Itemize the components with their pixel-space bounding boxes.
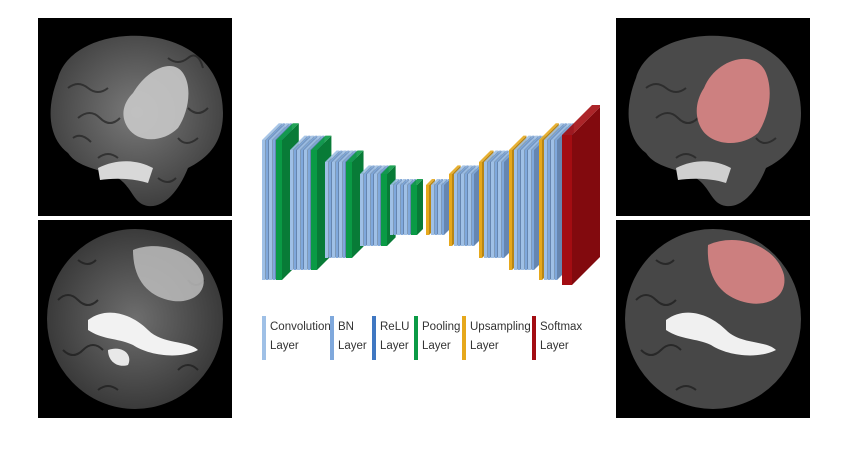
legend-label-line2: Layer bbox=[338, 340, 367, 352]
legend-label-line2: Layer bbox=[422, 340, 451, 352]
layer-pool bbox=[411, 179, 423, 235]
mri-sagittal-segmented bbox=[616, 18, 810, 216]
layer-softmax bbox=[562, 105, 600, 285]
legend-label-line1: ReLU bbox=[380, 321, 410, 333]
layer-bn bbox=[442, 179, 450, 235]
legend-label-line1: Upsampling bbox=[470, 321, 531, 333]
legend-label-line1: BN bbox=[338, 321, 354, 333]
legend-label-line2: Layer bbox=[270, 340, 299, 352]
legend-swatch bbox=[532, 316, 536, 360]
legend-swatch bbox=[262, 316, 266, 360]
legend-swatch bbox=[372, 316, 376, 360]
legend-swatch bbox=[462, 316, 466, 360]
mri-axial-input bbox=[38, 220, 232, 418]
legend-label-line2: Layer bbox=[540, 340, 569, 352]
legend-label-line2: Layer bbox=[470, 340, 499, 352]
mri-sagittal-input bbox=[38, 18, 232, 216]
legend-swatch bbox=[414, 316, 418, 360]
legend-label-line1: Pooling bbox=[422, 321, 461, 333]
legend-label-line2: Layer bbox=[380, 340, 409, 352]
legend-label-line1: Convolution bbox=[270, 321, 331, 333]
legend-swatch bbox=[330, 316, 334, 360]
legend-label-line1: Softmax bbox=[540, 321, 583, 333]
segnet-architecture-diagram bbox=[262, 105, 600, 285]
mri-axial-segmented bbox=[616, 220, 810, 418]
